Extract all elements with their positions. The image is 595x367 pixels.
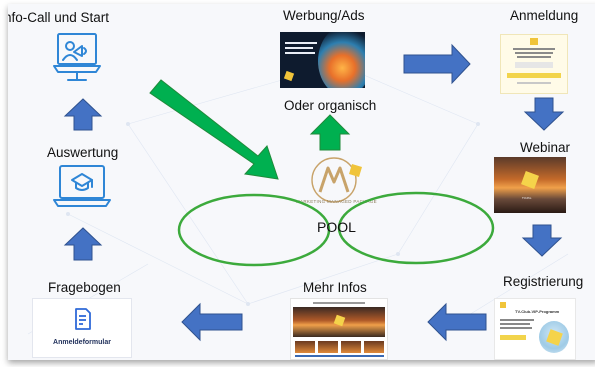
mm-logo-icon <box>311 157 362 203</box>
pool-label: POOL <box>317 219 356 235</box>
registrierung-label: Registrierung <box>503 274 584 289</box>
webinar-label: Webinar <box>520 140 571 155</box>
webinar-thumbnail: TV-Pro <box>494 157 566 213</box>
fragebogen-label: Fragebogen <box>48 280 121 295</box>
werbung-label: Werbung/Ads <box>283 8 365 23</box>
registrierung-thumbnail: TV-Club-VIP-Programm <box>494 298 576 360</box>
pool-ellipses <box>177 191 495 267</box>
logo-caption: MARKETING MANAGED PACKAGE <box>296 199 377 204</box>
anmeldeformular-label: Anmeldeformular <box>53 339 111 346</box>
organisch-label: Oder organisch <box>284 98 377 113</box>
anmeldeformular-card: Anmeldeformular <box>32 298 132 358</box>
anmeldung-page-thumbnail <box>500 34 568 94</box>
slide-canvas: nfo-Call und Start Werbung/Ads Oder orga… <box>8 4 595 360</box>
flow-arrows <box>63 43 565 342</box>
mehr-infos-thumbnail <box>290 298 388 360</box>
info-call-label: nfo-Call und Start <box>8 10 110 25</box>
pool-ellipse-right <box>337 191 495 265</box>
arrow-to-info-call <box>63 98 103 131</box>
registrierung-headline: TV-Club-VIP-Programm <box>515 309 560 314</box>
green-diagonal-arrow <box>149 79 279 180</box>
arrow-to-anmeldung <box>403 43 471 85</box>
pool-ellipse-left <box>177 193 331 267</box>
werbung-ad-thumbnail <box>280 32 365 88</box>
green-up-arrow <box>309 114 351 151</box>
mehr-infos-label: Mehr Infos <box>303 280 367 295</box>
arrow-to-registrierung <box>521 224 563 257</box>
laptop-graduation-icon <box>53 165 111 207</box>
arrow-to-auswertung <box>63 227 103 261</box>
webinar-caption: TV-Pro <box>522 196 532 200</box>
form-document-icon <box>75 308 91 330</box>
network-background <box>27 62 569 335</box>
presenter-megaphone-icon <box>53 33 101 81</box>
auswertung-label: Auswertung <box>47 145 119 160</box>
arrow-to-webinar <box>523 97 565 131</box>
anmeldung-label: Anmeldung <box>510 8 579 23</box>
arrow-to-fragebogen <box>181 302 243 342</box>
arrow-to-mehr-infos <box>427 302 487 342</box>
